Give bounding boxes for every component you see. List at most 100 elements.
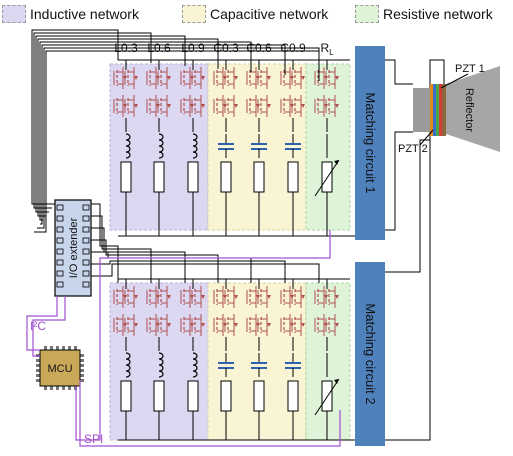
matching-1-out-b	[385, 131, 413, 231]
resistor-body	[153, 380, 165, 412]
matching-circuit-2-label: Matching circuit 2	[363, 303, 378, 404]
legend-swatch-capacitive	[182, 5, 206, 23]
spi-bus	[79, 380, 341, 447]
resistor-body	[253, 380, 265, 412]
inductor-icon	[125, 352, 131, 378]
mcu-pin-top-0	[44, 346, 47, 351]
io-pin-right-2	[82, 226, 90, 233]
matching-circuit-2-block	[355, 262, 385, 446]
mcu-pin-bottom-0	[44, 385, 47, 390]
io-pin-left-2	[56, 226, 64, 233]
io-pin-right-6	[82, 270, 90, 277]
switch-diode	[134, 104, 138, 108]
column-inductor-0	[113, 60, 138, 236]
switch-diode	[267, 323, 271, 327]
mcu-pin-left-2	[36, 364, 41, 367]
resistor-body	[220, 380, 232, 412]
column-capacitor-3	[213, 279, 238, 440]
switch-diode	[167, 323, 171, 327]
inductor-icon	[125, 133, 131, 159]
matching-circuit-1-label: Matching circuit 1	[363, 92, 378, 193]
io-pin-left-1	[56, 215, 64, 222]
switch-diode	[267, 76, 271, 80]
control-line-bottom-1	[91, 215, 152, 283]
switch-bank-1	[113, 60, 340, 236]
io-pin-right-4	[82, 248, 90, 255]
column-potentiometer-6	[314, 279, 340, 440]
column-capacitor-4	[246, 279, 271, 440]
io-pin-right-5	[82, 259, 90, 266]
resistor-body	[120, 380, 132, 412]
pzt-layer-brown	[442, 84, 446, 136]
capacitive-region-2	[207, 282, 307, 441]
resistor-body	[120, 161, 132, 193]
mcu-pin-right-5	[79, 379, 84, 382]
pzt-1-layer	[439, 84, 442, 136]
resistive-region-1	[305, 63, 351, 231]
resistor-body	[253, 161, 265, 193]
switch-diode	[234, 295, 238, 299]
io-pin-right-7	[82, 281, 90, 288]
column-capacitor-5	[280, 279, 305, 440]
switch-diode	[301, 295, 305, 299]
io-extender-label: I/O extender	[68, 217, 80, 278]
pzt-2-layer	[430, 84, 433, 136]
column-potentiometer-6	[314, 60, 340, 236]
io-pin-right-1	[82, 215, 90, 222]
switch-diode	[234, 76, 238, 80]
inductor-icon	[192, 352, 198, 378]
matching-2-out-b	[385, 59, 445, 441]
column-inductor-1	[146, 279, 171, 440]
io-pin-left-3	[56, 237, 64, 244]
control-line-top-0	[31, 29, 119, 205]
mcu-pin-right-3	[79, 369, 84, 372]
inductor-icon	[158, 133, 164, 159]
i2c-bus-2	[32, 296, 66, 357]
matching-1-out-a	[385, 59, 413, 85]
pzt-layer-green	[436, 84, 439, 136]
switch-diode	[267, 104, 271, 108]
i2c-bus	[26, 296, 58, 351]
io-pin-right-0	[82, 204, 90, 211]
pzt-1-label: PZT 1	[455, 63, 485, 75]
resistive-region-2	[305, 282, 351, 441]
switch-diode	[167, 295, 171, 299]
resistor-body	[220, 161, 232, 193]
switch-diode	[201, 295, 205, 299]
mcu-chip	[39, 349, 81, 387]
control-line-top-3	[37, 38, 219, 217]
resistor-body	[187, 380, 199, 412]
mcu-pin-bottom-1	[50, 385, 53, 390]
legend-capacitive: Capacitive network	[182, 3, 328, 25]
control-line-bottom-4	[91, 251, 252, 283]
resistor-body	[321, 380, 333, 412]
switch-diode	[134, 295, 138, 299]
resistor-body	[187, 161, 199, 193]
column-inductor-1	[146, 60, 171, 236]
mcu-pin-right-4	[79, 374, 84, 377]
reflector-label: Reflector	[463, 88, 475, 132]
mcu-pin-right-0	[79, 354, 84, 357]
switch-diode	[335, 76, 339, 80]
potentiometer-arrowhead	[334, 160, 339, 165]
pzt-2-pointer	[419, 129, 434, 146]
switch-diode	[234, 104, 238, 108]
mcu-pin-right-2	[79, 364, 84, 367]
switch-diode	[201, 323, 205, 327]
io-pin-left-6	[56, 270, 64, 277]
capacitive-region-1	[207, 63, 307, 231]
column-label-6: RL	[320, 41, 334, 57]
matching-2-out-a	[385, 139, 430, 273]
io-pin-left-7	[56, 281, 64, 288]
legend-label-inductive: Inductive network	[30, 6, 139, 22]
legend-swatch-inductive	[2, 5, 26, 23]
switch-diode	[201, 76, 205, 80]
switch-diode	[335, 295, 339, 299]
mcu-pin-right-1	[79, 359, 84, 362]
pzt-1-pointer	[440, 73, 469, 89]
column-capacitor-5	[280, 60, 305, 236]
legend-inductive: Inductive network	[2, 3, 139, 25]
io-pin-left-0	[56, 204, 64, 211]
switch-diode	[301, 104, 305, 108]
reflector-icon	[446, 66, 500, 152]
